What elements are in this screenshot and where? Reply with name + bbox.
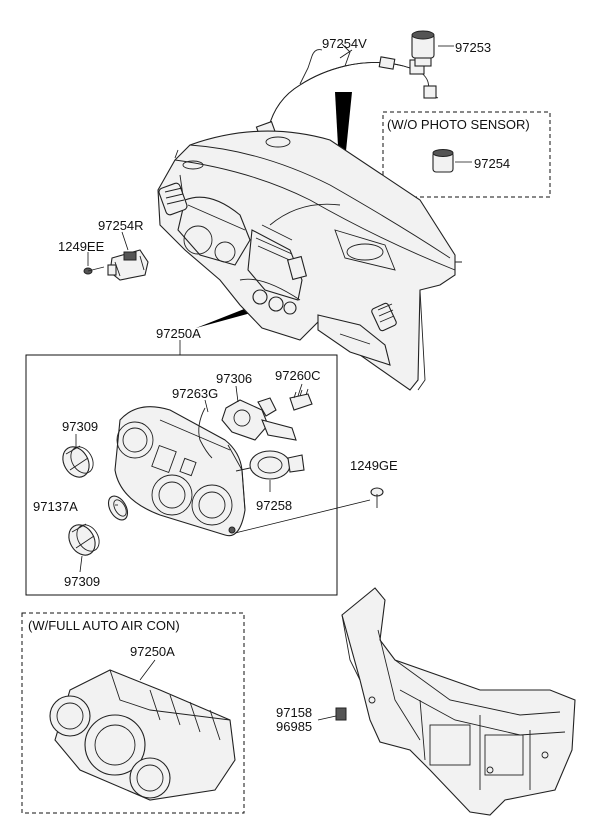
switch-97306 — [221, 397, 297, 441]
control-panel-auto-97250a — [49, 669, 236, 801]
control-panel-97250a — [114, 406, 246, 537]
auto-aircon-box — [21, 612, 245, 814]
label-97258: 97258 — [256, 498, 292, 513]
cable-97263g — [198, 407, 213, 459]
label-97254v: 97254V — [322, 36, 367, 51]
label-97250a: 97250A — [156, 326, 201, 341]
label-97253: 97253 — [455, 40, 491, 55]
pointer-wedge-upper — [335, 92, 352, 200]
label-97254r: 97254R — [98, 218, 144, 233]
dashboard-panel — [157, 130, 462, 391]
connector-97260c — [289, 388, 313, 411]
label-97306: 97306 — [216, 371, 252, 386]
label-photo-sensor-note: (W/O PHOTO SENSOR) — [387, 117, 530, 132]
label-97254: 97254 — [474, 156, 510, 171]
label-97309-upper: 97309 — [62, 419, 98, 434]
label-96985: 96985 — [276, 719, 312, 734]
screw-1249ee — [83, 266, 105, 275]
screw-1249ge — [370, 487, 384, 508]
clip-97158 — [335, 707, 347, 721]
ring-97137a — [107, 495, 129, 521]
label-1249ge: 1249GE — [350, 458, 398, 473]
knob-97309-lower — [68, 523, 100, 556]
sensor-97254r — [107, 249, 149, 281]
sensor-97253 — [411, 30, 435, 67]
label-97158: 97158 — [276, 705, 312, 720]
label-97260c: 97260C — [275, 368, 321, 383]
leader-lines — [75, 45, 472, 721]
label-97309-lower: 97309 — [64, 574, 100, 589]
actuator-97258 — [235, 450, 305, 480]
sensor-97254 — [432, 149, 454, 173]
radiator-support-frame — [341, 587, 576, 816]
label-97137a: 97137A — [33, 499, 78, 514]
control-assembly-box — [25, 354, 338, 596]
label-97263g: 97263G — [172, 386, 218, 401]
label-auto-aircon-note: (W/FULL AUTO AIR CON) — [28, 618, 180, 633]
label-97250a-auto: 97250A — [130, 644, 175, 659]
knob-97309-upper — [62, 445, 94, 478]
label-1249ee: 1249EE — [58, 239, 105, 254]
